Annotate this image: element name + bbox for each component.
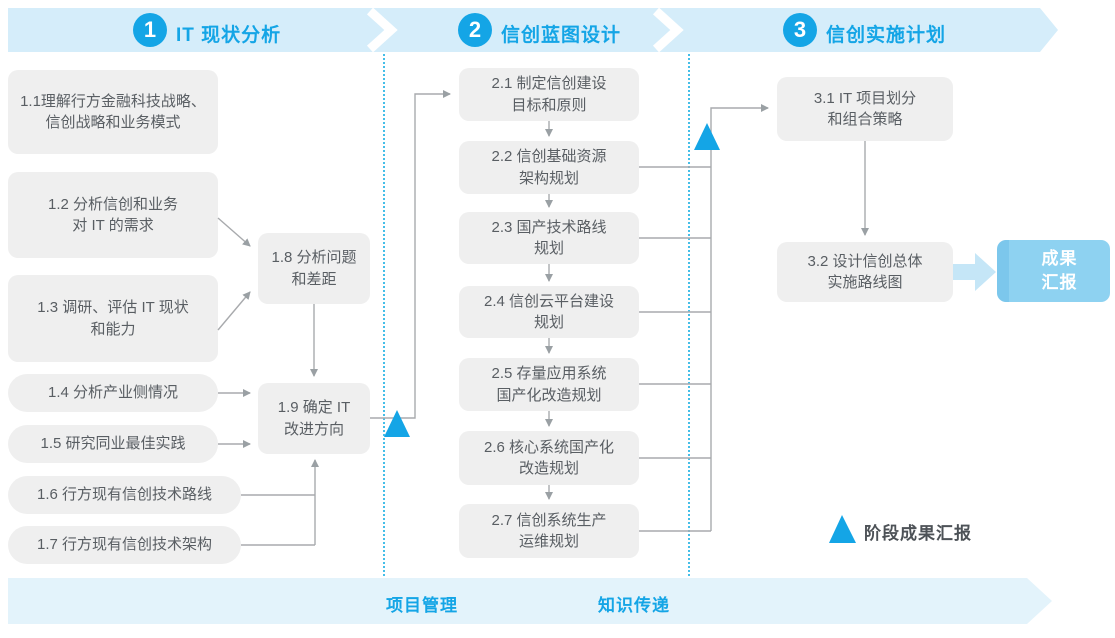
box-2-5-line-2: 国产化改造规划 — [496, 386, 602, 404]
box-2-6: 2.6 核心系统国产化 改造规划 — [459, 431, 639, 485]
phase-banner — [8, 8, 1058, 52]
bottom-label-project-management: 项目管理 — [386, 596, 458, 615]
box-2-1-line-1: 2.1 制定信创建设 — [491, 75, 607, 93]
box-1-7: 1.7 行方现有信创技术架构 — [8, 526, 241, 564]
result-arrow-icon — [953, 253, 996, 291]
box-1-3: 1.3 调研、评估 IT 现状 和能力 — [8, 275, 218, 362]
legend-phase-report-label: 阶段成果汇报 — [864, 524, 972, 543]
phase-2-title: 信创蓝图设计 — [501, 25, 622, 46]
milestone-triangle-icon-phase-2 — [694, 123, 720, 150]
phase-separator-2-3 — [688, 54, 690, 576]
phase-separator-1-2 — [383, 54, 385, 576]
result-report-box: 成果 汇报 — [997, 240, 1110, 302]
phase-3-number-badge: 3 — [783, 13, 817, 47]
box-3-2: 3.2 设计信创总体 实施路线图 — [777, 242, 953, 302]
connector-1-2-to-1-8 — [217, 217, 251, 247]
box-2-3: 2.3 国产技术路线 规划 — [459, 212, 639, 264]
box-2-5-line-1: 2.5 存量应用系统 — [491, 365, 607, 383]
box-2-1: 2.1 制定信创建设 目标和原则 — [459, 68, 639, 121]
box-2-6-line-1: 2.6 核心系统国产化 — [483, 438, 615, 456]
box-1-9-line-2: 改进方向 — [283, 420, 344, 438]
bottom-support-banner — [8, 578, 1052, 624]
box-1-2: 1.2 分析信创和业务 对 IT 的需求 — [8, 172, 218, 258]
phase-1-number-badge: 1 — [133, 13, 167, 47]
box-2-3-line-2: 规划 — [533, 240, 564, 257]
legend-triangle-icon — [829, 515, 856, 543]
box-1-3-line-2: 和能力 — [90, 320, 136, 338]
connector-bus-to-3-1 — [710, 104, 769, 531]
box-1-8: 1.8 分析问题 和差距 — [258, 233, 370, 304]
box-3-1: 3.1 IT 项目划分 和组合策略 — [777, 77, 953, 141]
result-report-line-1: 成果 — [1041, 249, 1078, 269]
box-1-4: 1.4 分析产业侧情况 — [8, 374, 218, 412]
box-3-1-line-2: 和组合策略 — [827, 111, 903, 128]
result-report-line-2: 汇报 — [1041, 273, 1078, 292]
box-1-2-line-2: 对 IT 的需求 — [72, 217, 154, 234]
box-2-6-line-2: 改造规划 — [518, 460, 579, 477]
box-1-8-line-2: 和差距 — [291, 270, 337, 288]
phase-1-title: IT 现状分析 — [176, 25, 282, 46]
connector-1-3-to-1-8 — [217, 291, 251, 331]
box-2-4: 2.4 信创云平台建设 规划 — [459, 286, 639, 338]
box-2-4-line-2: 规划 — [533, 314, 564, 331]
connector-bus-branches — [639, 166, 711, 532]
box-1-1-line-2: 信创战略和业务模式 — [45, 114, 181, 131]
connector-1-6-1-7-merge — [241, 494, 315, 546]
box-1-1: 1.1理解行方金融科技战略、 信创战略和业务模式 — [8, 70, 218, 154]
box-2-1-line-2: 目标和原则 — [511, 96, 587, 114]
box-1-5-line-1: 1.5 研究同业最佳实践 — [40, 435, 186, 453]
box-3-2-line-2: 实施路线图 — [827, 274, 903, 291]
box-1-5: 1.5 研究同业最佳实践 — [8, 425, 218, 463]
box-2-7-line-2: 运维规划 — [518, 533, 579, 550]
box-1-3-line-1: 1.3 调研、评估 IT 现状 — [37, 299, 189, 317]
box-1-4-line-1: 1.4 分析产业侧情况 — [47, 384, 179, 402]
box-1-6-line-1: 1.6 行方现有信创技术路线 — [36, 486, 213, 504]
phase-2-number-badge: 2 — [458, 13, 492, 47]
box-1-2-line-1: 1.2 分析信创和业务 — [47, 195, 179, 213]
box-1-9: 1.9 确定 IT 改进方向 — [258, 383, 370, 454]
box-3-1-line-1: 3.1 IT 项目划分 — [813, 89, 917, 107]
box-2-2: 2.2 信创基础资源 架构规划 — [459, 141, 639, 194]
box-1-1-line-1: 1.1理解行方金融科技战略、 — [20, 92, 206, 110]
box-2-4-line-1: 2.4 信创云平台建设 — [483, 292, 615, 310]
box-2-2-line-2: 架构规划 — [518, 169, 579, 187]
box-1-6: 1.6 行方现有信创技术路线 — [8, 476, 241, 514]
box-1-9-line-1: 1.9 确定 IT — [277, 399, 351, 417]
milestone-triangle-icon-phase-1 — [384, 410, 410, 437]
box-2-3-line-1: 2.3 国产技术路线 — [491, 218, 607, 236]
box-2-7: 2.7 信创系统生产 运维规划 — [459, 504, 639, 558]
box-1-7-line-1: 1.7 行方现有信创技术架构 — [36, 536, 213, 554]
box-3-2-line-1: 3.2 设计信创总体 — [807, 252, 923, 270]
box-2-5: 2.5 存量应用系统 国产化改造规划 — [459, 358, 639, 411]
box-2-2-line-1: 2.2 信创基础资源 — [491, 148, 607, 166]
phase-3-title: 信创实施计划 — [826, 25, 947, 46]
box-2-7-line-1: 2.7 信创系统生产 — [491, 511, 607, 529]
box-1-8-line-1: 1.8 分析问题 — [271, 249, 357, 267]
bottom-label-knowledge-transfer: 知识传递 — [598, 596, 670, 615]
connector-1-9-to-2-1 — [370, 90, 451, 419]
